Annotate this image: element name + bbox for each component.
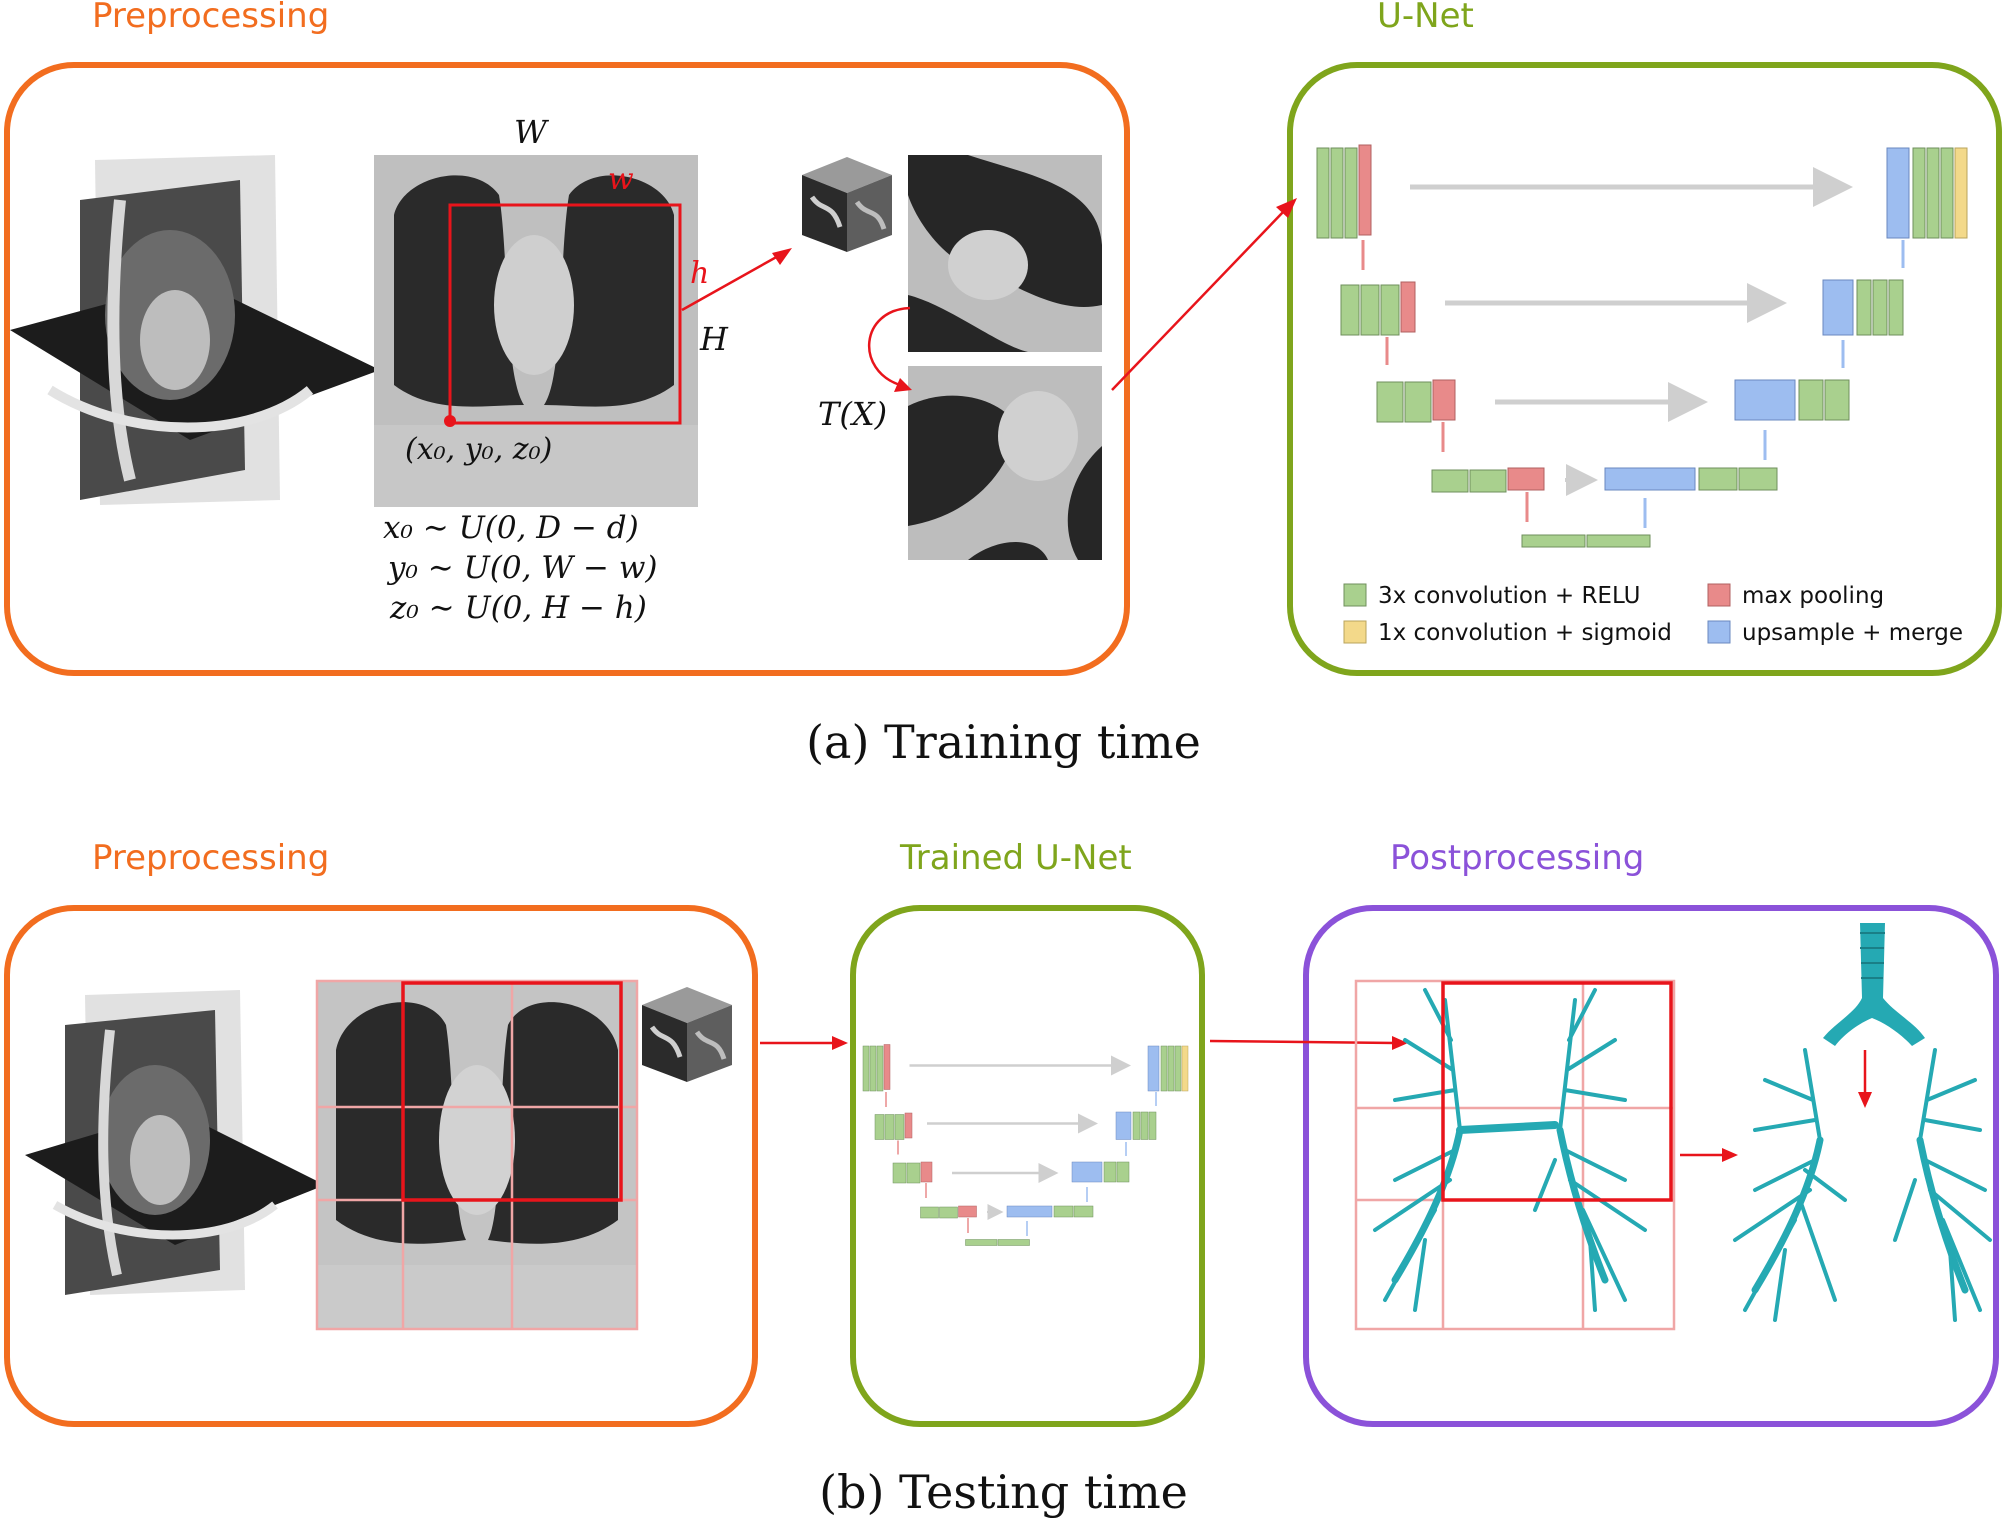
- label-H: H: [700, 320, 728, 358]
- ct-coronal-slice-training: [374, 155, 698, 507]
- arrow-crop-to-patch: [681, 248, 792, 312]
- unet-level1-decoder: [1886, 147, 1968, 239]
- cube-icon-testing: [642, 987, 732, 1082]
- label-origin: (x₀, y₀, z₀): [405, 432, 553, 467]
- pool-legend-icon: [1707, 583, 1731, 607]
- testing-unet-panel: [850, 905, 1205, 1427]
- crop-box: [444, 203, 682, 427]
- arrow-preprocessing-to-unet: [760, 1036, 848, 1050]
- training-unet-panel: [1287, 62, 2002, 676]
- label-h: h: [690, 256, 710, 291]
- testing-preprocessing-panel: [4, 905, 758, 1427]
- equation-x0: x₀ ∼ U(0, D − d): [383, 510, 639, 546]
- upsample-legend-icon: [1707, 620, 1731, 644]
- sigmoid-legend-icon: [1343, 620, 1367, 644]
- ct-volume-3d-testing: [25, 990, 325, 1295]
- arrow-patch-to-unet: [1111, 198, 1297, 391]
- equation-z0: z₀ ∼ U(0, H − h): [390, 590, 647, 626]
- training-unet-title: U-Net: [1377, 0, 1474, 36]
- cube-icon: [802, 157, 892, 252]
- arrow-trachea-down: [1858, 1050, 1872, 1108]
- legend-conv-relu: 3x convolution + RELU: [1378, 583, 1641, 609]
- equation-y0: y₀ ∼ U(0, W − w): [388, 550, 658, 586]
- unet-architecture-training: [1316, 144, 1968, 548]
- arrow-grid-to-result: [1680, 1148, 1738, 1162]
- arrow-unet-to-postprocessing: [1209, 1036, 1408, 1050]
- testing-unet-title: Trained U-Net: [900, 838, 1132, 878]
- unet-architecture-testing: [862, 1044, 1189, 1246]
- airway-patch-grid: [1354, 979, 1676, 1331]
- label-transform: T(X): [818, 395, 888, 433]
- label-w: w: [608, 162, 634, 197]
- legend-conv-sigmoid: 1x convolution + sigmoid: [1378, 620, 1672, 646]
- ct-patch-original: [908, 155, 1102, 352]
- ct-coronal-grid-testing: [315, 979, 639, 1331]
- ct-volume-3d-training: [10, 155, 380, 505]
- caption-testing: (b) Testing time: [819, 1465, 1188, 1519]
- training-preprocessing-title: Preprocessing: [92, 0, 330, 36]
- testing-postprocessing-panel: [1303, 905, 1999, 1427]
- trachea-model: [1823, 923, 1925, 1046]
- testing-postprocessing-title: Postprocessing: [1390, 838, 1645, 878]
- curved-transform-arrow: [867, 306, 912, 392]
- unet-level1-encoder: [1316, 144, 1372, 239]
- legend-upsample-merge: upsample + merge: [1742, 620, 1964, 646]
- ct-patch-transformed: [908, 366, 1102, 560]
- label-W: W: [514, 113, 547, 151]
- caption-training: (a) Training time: [806, 715, 1201, 769]
- testing-preprocessing-title: Preprocessing: [92, 838, 330, 878]
- conv-legend-icon: [1343, 583, 1367, 607]
- legend-max-pooling: max pooling: [1742, 583, 1885, 609]
- training-preprocessing-panel: [4, 62, 1130, 676]
- airway-tree-result: [1733, 1048, 1992, 1322]
